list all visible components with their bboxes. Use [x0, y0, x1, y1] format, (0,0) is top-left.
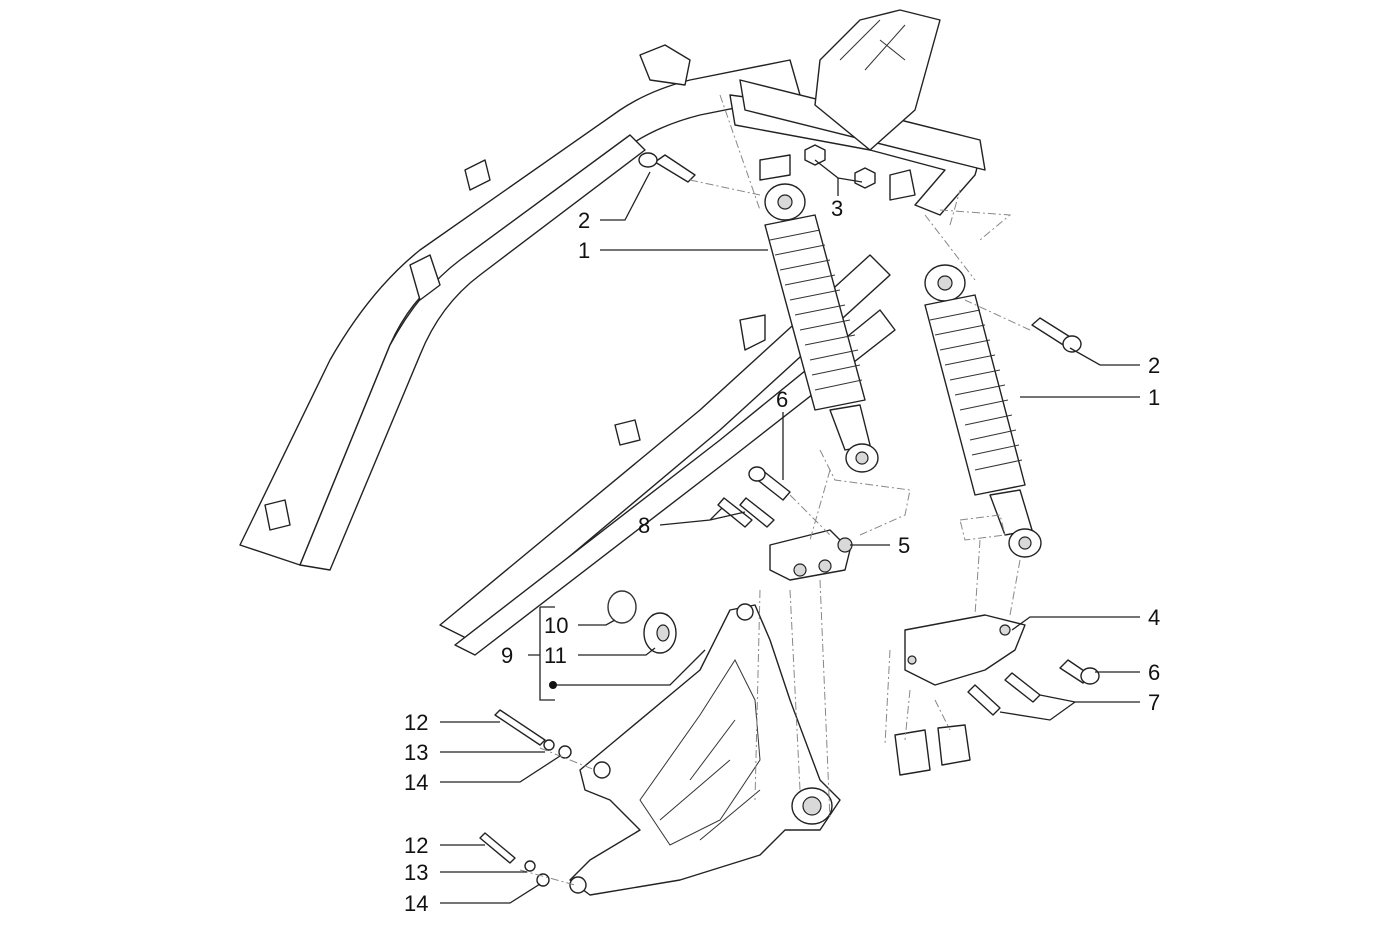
bushings — [894, 724, 971, 776]
callout-14: 14 — [404, 770, 428, 795]
circlip-and-bearing — [607, 590, 677, 654]
bolts — [479, 144, 1100, 887]
shock-absorber-right — [924, 264, 1042, 558]
assembly-lines — [519, 94, 1031, 886]
bracket-5 — [769, 529, 853, 581]
swingarm-bracket — [569, 603, 841, 896]
assembly-dot — [549, 681, 557, 689]
callout-7: 7 — [1148, 690, 1160, 715]
callout-13: 13 — [404, 740, 428, 765]
callout-1: 1 — [1148, 385, 1160, 410]
callout-6: 6 — [776, 387, 788, 412]
callout-10: 10 — [544, 613, 568, 638]
callout-12: 12 — [404, 833, 428, 858]
frame — [239, 9, 986, 656]
bracket-4 — [904, 614, 1026, 686]
callout-1: 1 — [578, 238, 590, 263]
callout-11: 11 — [544, 643, 567, 668]
callout-4: 4 — [1148, 605, 1160, 630]
callout-12: 12 — [404, 710, 428, 735]
callout-2: 2 — [1148, 353, 1160, 378]
callout-14: 14 — [404, 891, 428, 916]
callout-13: 13 — [404, 860, 428, 885]
shock-absorber-left — [764, 183, 879, 473]
callout-5: 5 — [898, 533, 910, 558]
callout-3: 3 — [831, 196, 843, 221]
leader-lines — [440, 159, 1140, 904]
callout-6: 6 — [1148, 660, 1160, 685]
callout-8: 8 — [638, 513, 650, 538]
callouts: 2 1 3 2 1 6 8 5 4 6 7 9 10 11 12 13 14 1… — [404, 196, 1160, 916]
callout-2: 2 — [578, 208, 590, 233]
callout-9: 9 — [501, 643, 513, 668]
